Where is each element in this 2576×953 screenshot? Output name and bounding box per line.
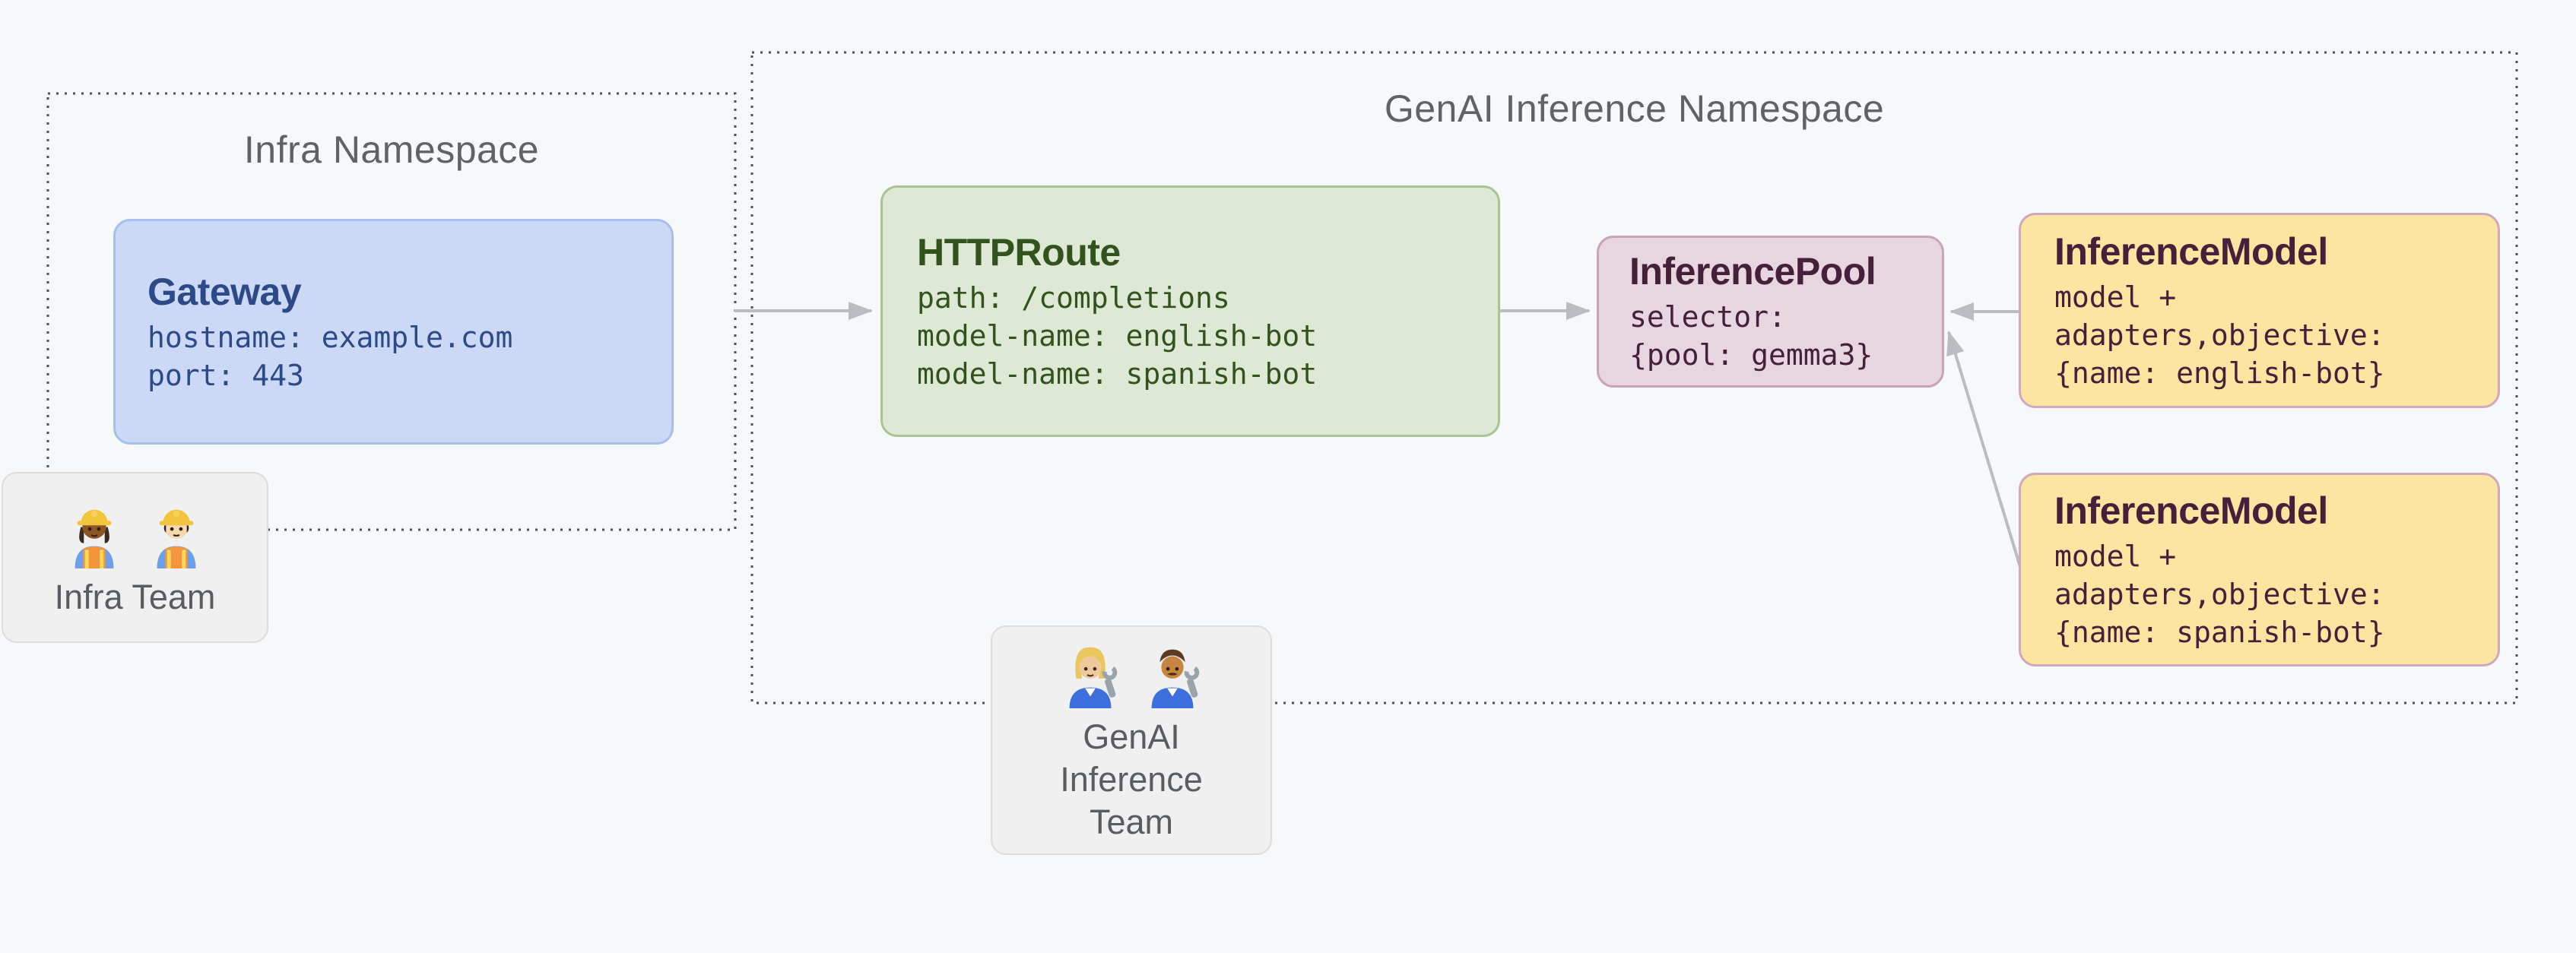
inference-model-english-line-3: {name: english-bot} — [2054, 356, 2385, 390]
arrow-inferencemodel-spanish-to-inferencepool — [1946, 331, 2022, 568]
inference-model-spanish-line-3: {name: spanish-bot} — [2054, 615, 2385, 649]
genai-team-icon-row — [1055, 637, 1208, 708]
inference-pool-pool-line: {pool: gemma3} — [1629, 338, 1873, 372]
httproute-title: HTTPRoute — [917, 230, 1121, 274]
inference-pool-node: InferencePool selector: {pool: gemma3} — [1597, 236, 1944, 388]
genai-team-label: GenAI Inference Team — [1060, 717, 1203, 841]
woman-mechanic-icon — [1069, 647, 1118, 708]
inference-model-spanish-line-1: model + — [2054, 539, 2177, 573]
inference-model-english-line-1: model + — [2054, 280, 2177, 314]
gateway-port-line: port: 443 — [148, 358, 304, 392]
genai-namespace-title: GenAI Inference Namespace — [1384, 87, 1885, 130]
inference-model-spanish-node: InferenceModel model + adapters,objectiv… — [2019, 473, 2500, 666]
wrench-icon — [1102, 665, 1118, 698]
httproute-path-line: path: /completions — [917, 280, 1230, 315]
gateway-title: Gateway — [148, 270, 302, 313]
inference-model-english-node: InferenceModel model + adapters,objectiv… — [2019, 213, 2500, 408]
inference-model-english-title: InferenceModel — [2054, 230, 2328, 273]
genai-team-card: GenAI Inference Team — [991, 625, 1272, 855]
inference-pool-title: InferencePool — [1629, 250, 1876, 293]
infra-team-label: Infra Team — [54, 577, 216, 616]
httproute-model-spanish-line: model-name: spanish-bot — [917, 356, 1318, 391]
inference-model-english-line-2: adapters,objective: — [2054, 318, 2385, 352]
inference-model-spanish-line-2: adapters,objective: — [2054, 577, 2385, 611]
infra-team-icon-row — [59, 497, 212, 568]
woman-construction-worker-icon — [75, 509, 113, 568]
man-mechanic-icon — [1151, 649, 1200, 708]
inference-model-spanish-title: InferenceModel — [2054, 489, 2328, 532]
man-construction-worker-icon — [157, 509, 195, 568]
infra-team-card: Infra Team — [2, 472, 268, 643]
httproute-node: HTTPRoute path: /completions model-name:… — [880, 185, 1500, 437]
gateway-node: Gateway hostname: example.com port: 443 — [113, 219, 674, 445]
httproute-model-english-line: model-name: english-bot — [917, 318, 1318, 353]
wrench-icon — [1184, 665, 1200, 698]
inference-pool-selector-line: selector: — [1629, 300, 1786, 334]
infra-namespace-title: Infra Namespace — [243, 128, 540, 171]
gateway-hostname-line: hostname: example.com — [148, 320, 513, 354]
